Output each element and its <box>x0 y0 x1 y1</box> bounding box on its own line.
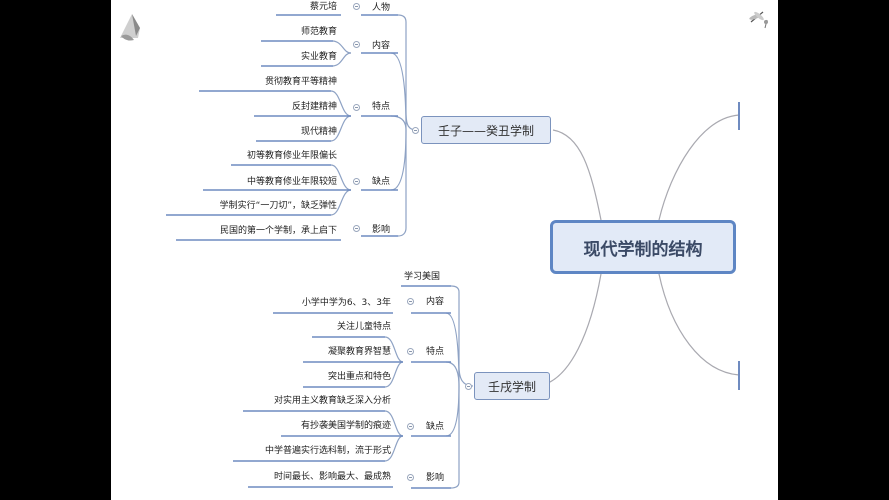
mountain-ink-icon <box>120 14 140 41</box>
leaf-item[interactable]: 对实用主义教育缺乏深入分析 <box>273 396 391 406</box>
central-topic[interactable]: 现代学制的结构 <box>550 220 736 274</box>
collapse-minus-icon[interactable] <box>407 474 414 481</box>
category-shortcomings[interactable]: 缺点 <box>426 422 445 432</box>
collapse-minus-icon[interactable] <box>353 178 360 185</box>
category-features[interactable]: 特点 <box>426 347 445 357</box>
central-topic-label: 现代学制的结构 <box>583 239 703 260</box>
category-content[interactable]: 内容 <box>426 297 445 307</box>
category-features[interactable]: 特点 <box>372 102 391 112</box>
category-impact[interactable]: 影响 <box>426 473 445 483</box>
leaf-item[interactable]: 蔡元培 <box>309 2 337 12</box>
branch-label: 壬戌学制 <box>487 379 536 394</box>
leaf-item[interactable]: 有抄袭美国学制的痕迹 <box>300 421 391 431</box>
collapse-minus-icon[interactable] <box>353 104 360 111</box>
connector-lines <box>166 14 740 489</box>
collapse-minus-icon[interactable] <box>407 348 414 355</box>
leaf-item[interactable]: 初等教育修业年限偏长 <box>246 151 337 161</box>
leaf-item[interactable]: 中学普遍实行选科制，流于形式 <box>264 446 391 456</box>
collapse-minus-icon[interactable] <box>353 3 360 10</box>
collapse-minus-icon[interactable] <box>353 225 360 232</box>
branch-node-renzi-guichou[interactable]: 壬子——癸丑学制 <box>421 116 551 144</box>
leaf-item[interactable]: 时间最长、影响最大、最成熟 <box>273 472 391 482</box>
collapse-minus-icon[interactable] <box>353 41 360 48</box>
branch-node-renxu[interactable]: 壬戌学制 <box>474 372 550 400</box>
leaf-item[interactable]: 凝聚教育界智慧 <box>327 347 391 357</box>
leaf-item[interactable]: 实业教育 <box>300 52 337 62</box>
leaf-item[interactable]: 师范教育 <box>300 27 337 37</box>
mindmap-canvas: 现代学制的结构 壬子——癸丑学制 人物 内容 特点 缺点 影响 蔡元培 师范教育… <box>111 0 778 500</box>
leaf-item[interactable]: 小学中学为6、3、3年 <box>301 298 391 308</box>
leaf-item[interactable]: 贯彻教育平等精神 <box>264 77 337 87</box>
leaf-item[interactable]: 关注儿童特点 <box>336 322 391 332</box>
category-impact[interactable]: 影响 <box>372 225 391 235</box>
collapse-minus-icon[interactable] <box>465 383 472 390</box>
leaf-item[interactable]: 反封建精神 <box>291 102 337 112</box>
category-learn-from-us[interactable]: 学习美国 <box>404 272 441 282</box>
collapse-minus-icon[interactable] <box>407 423 414 430</box>
collapse-minus-icon[interactable] <box>407 298 414 305</box>
category-shortcomings[interactable]: 缺点 <box>372 177 391 187</box>
category-people[interactable]: 人物 <box>372 3 391 13</box>
leaf-item[interactable]: 学制实行“一刀切”，缺乏弹性 <box>219 201 337 211</box>
collapse-minus-icon[interactable] <box>412 127 419 134</box>
leaf-item[interactable]: 中等教育修业年限较短 <box>246 177 337 187</box>
leaf-item[interactable]: 突出重点和特色 <box>327 372 391 382</box>
leaf-item[interactable]: 现代精神 <box>300 127 337 137</box>
category-content[interactable]: 内容 <box>372 41 391 51</box>
branch-label: 壬子——癸丑学制 <box>437 123 534 138</box>
dragonfly-icon <box>749 11 768 29</box>
leaf-item[interactable]: 民国的第一个学制，承上启下 <box>219 226 337 236</box>
